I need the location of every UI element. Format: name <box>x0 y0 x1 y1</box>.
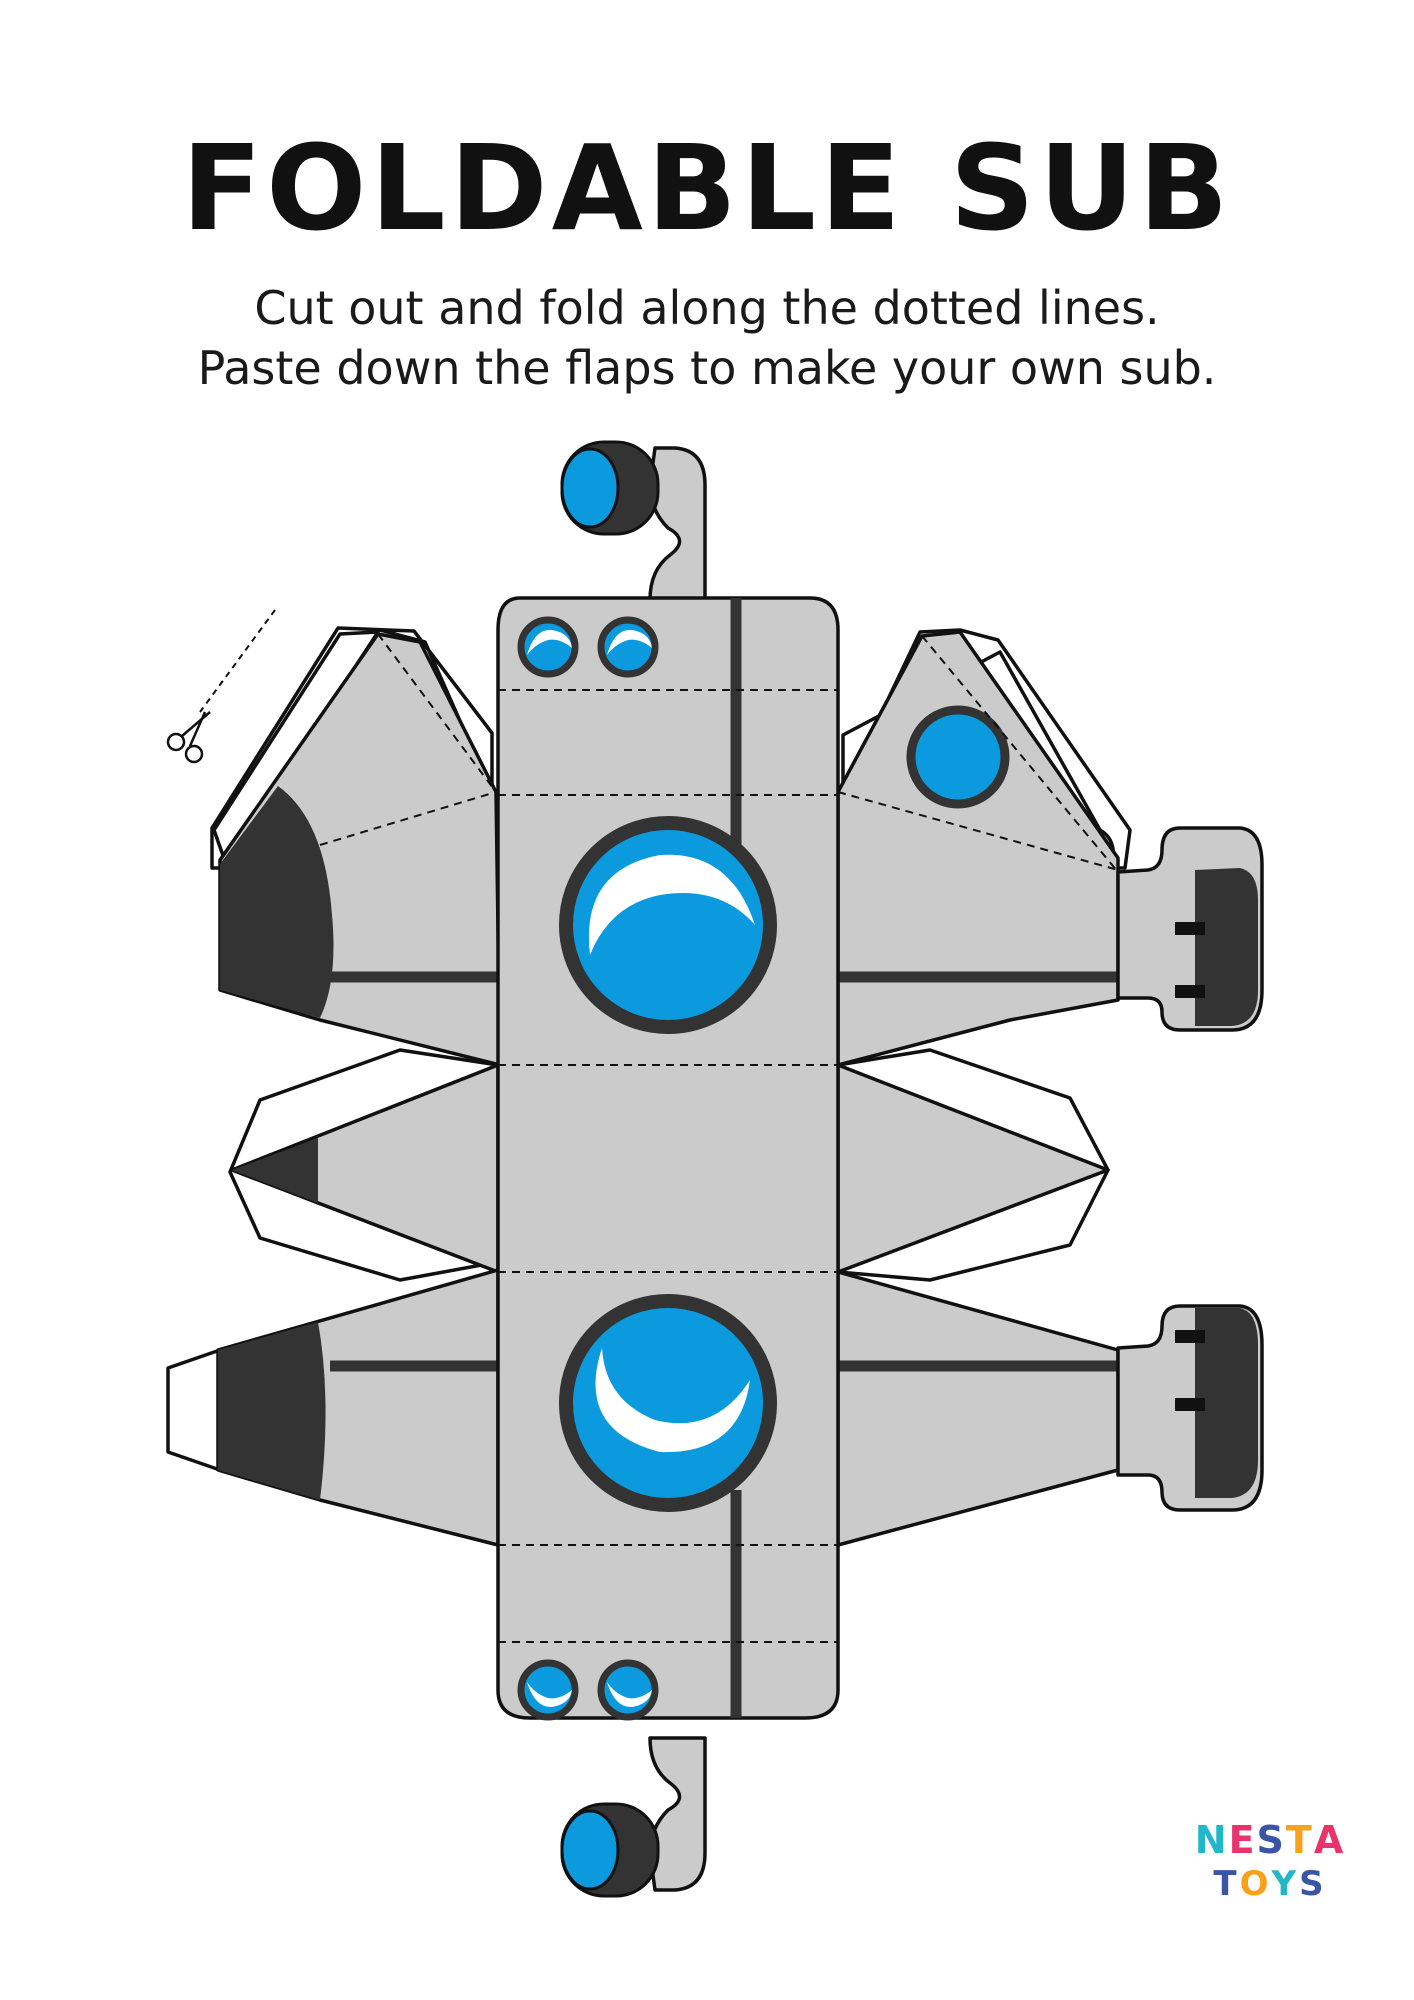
nesta-toys-logo: N E S T A T O Y S <box>1180 1818 1360 1918</box>
right-upper-wing <box>775 628 1264 1067</box>
logo-letter: S <box>1299 1864 1327 1904</box>
instruction-line-1: Cut out and fold along the dotted lines. <box>254 281 1160 335</box>
page-title: FOLDABLE SUB <box>181 119 1233 257</box>
porthole-small-top-2 <box>597 616 659 678</box>
logo-letter: T <box>1213 1864 1240 1904</box>
porthole-upper-large <box>559 816 777 1034</box>
central-body <box>496 596 840 1720</box>
instructions: Cut out and fold along the dotted lines.… <box>0 278 1414 398</box>
logo-letter: T <box>1285 1818 1314 1862</box>
instruction-line-2: Paste down the flaps to make your own su… <box>197 341 1217 395</box>
porthole-lower-large <box>559 1294 777 1512</box>
logo-letter: E <box>1228 1818 1257 1862</box>
left-lower-wing <box>166 1268 560 1547</box>
porthole-small-bottom-2 <box>597 1659 659 1721</box>
periscope-bottom <box>560 1736 707 1898</box>
middle-nose-section <box>228 1048 1110 1282</box>
logo-row-bottom: T O Y S <box>1180 1862 1360 1906</box>
logo-letter: N <box>1194 1818 1229 1862</box>
periscope-top <box>560 440 707 602</box>
logo-letter: S <box>1256 1818 1286 1862</box>
scissors-icon <box>166 609 276 764</box>
logo-row-top: N E S T A <box>1180 1818 1360 1862</box>
left-upper-wing <box>210 626 560 1067</box>
porthole-small-top-1 <box>517 616 579 678</box>
logo-letter: A <box>1313 1818 1346 1862</box>
porthole-small-bottom-1 <box>517 1659 579 1721</box>
logo-letter: Y <box>1271 1864 1300 1904</box>
logo-letter: O <box>1239 1864 1272 1904</box>
right-lower-wing <box>775 1270 1264 1547</box>
